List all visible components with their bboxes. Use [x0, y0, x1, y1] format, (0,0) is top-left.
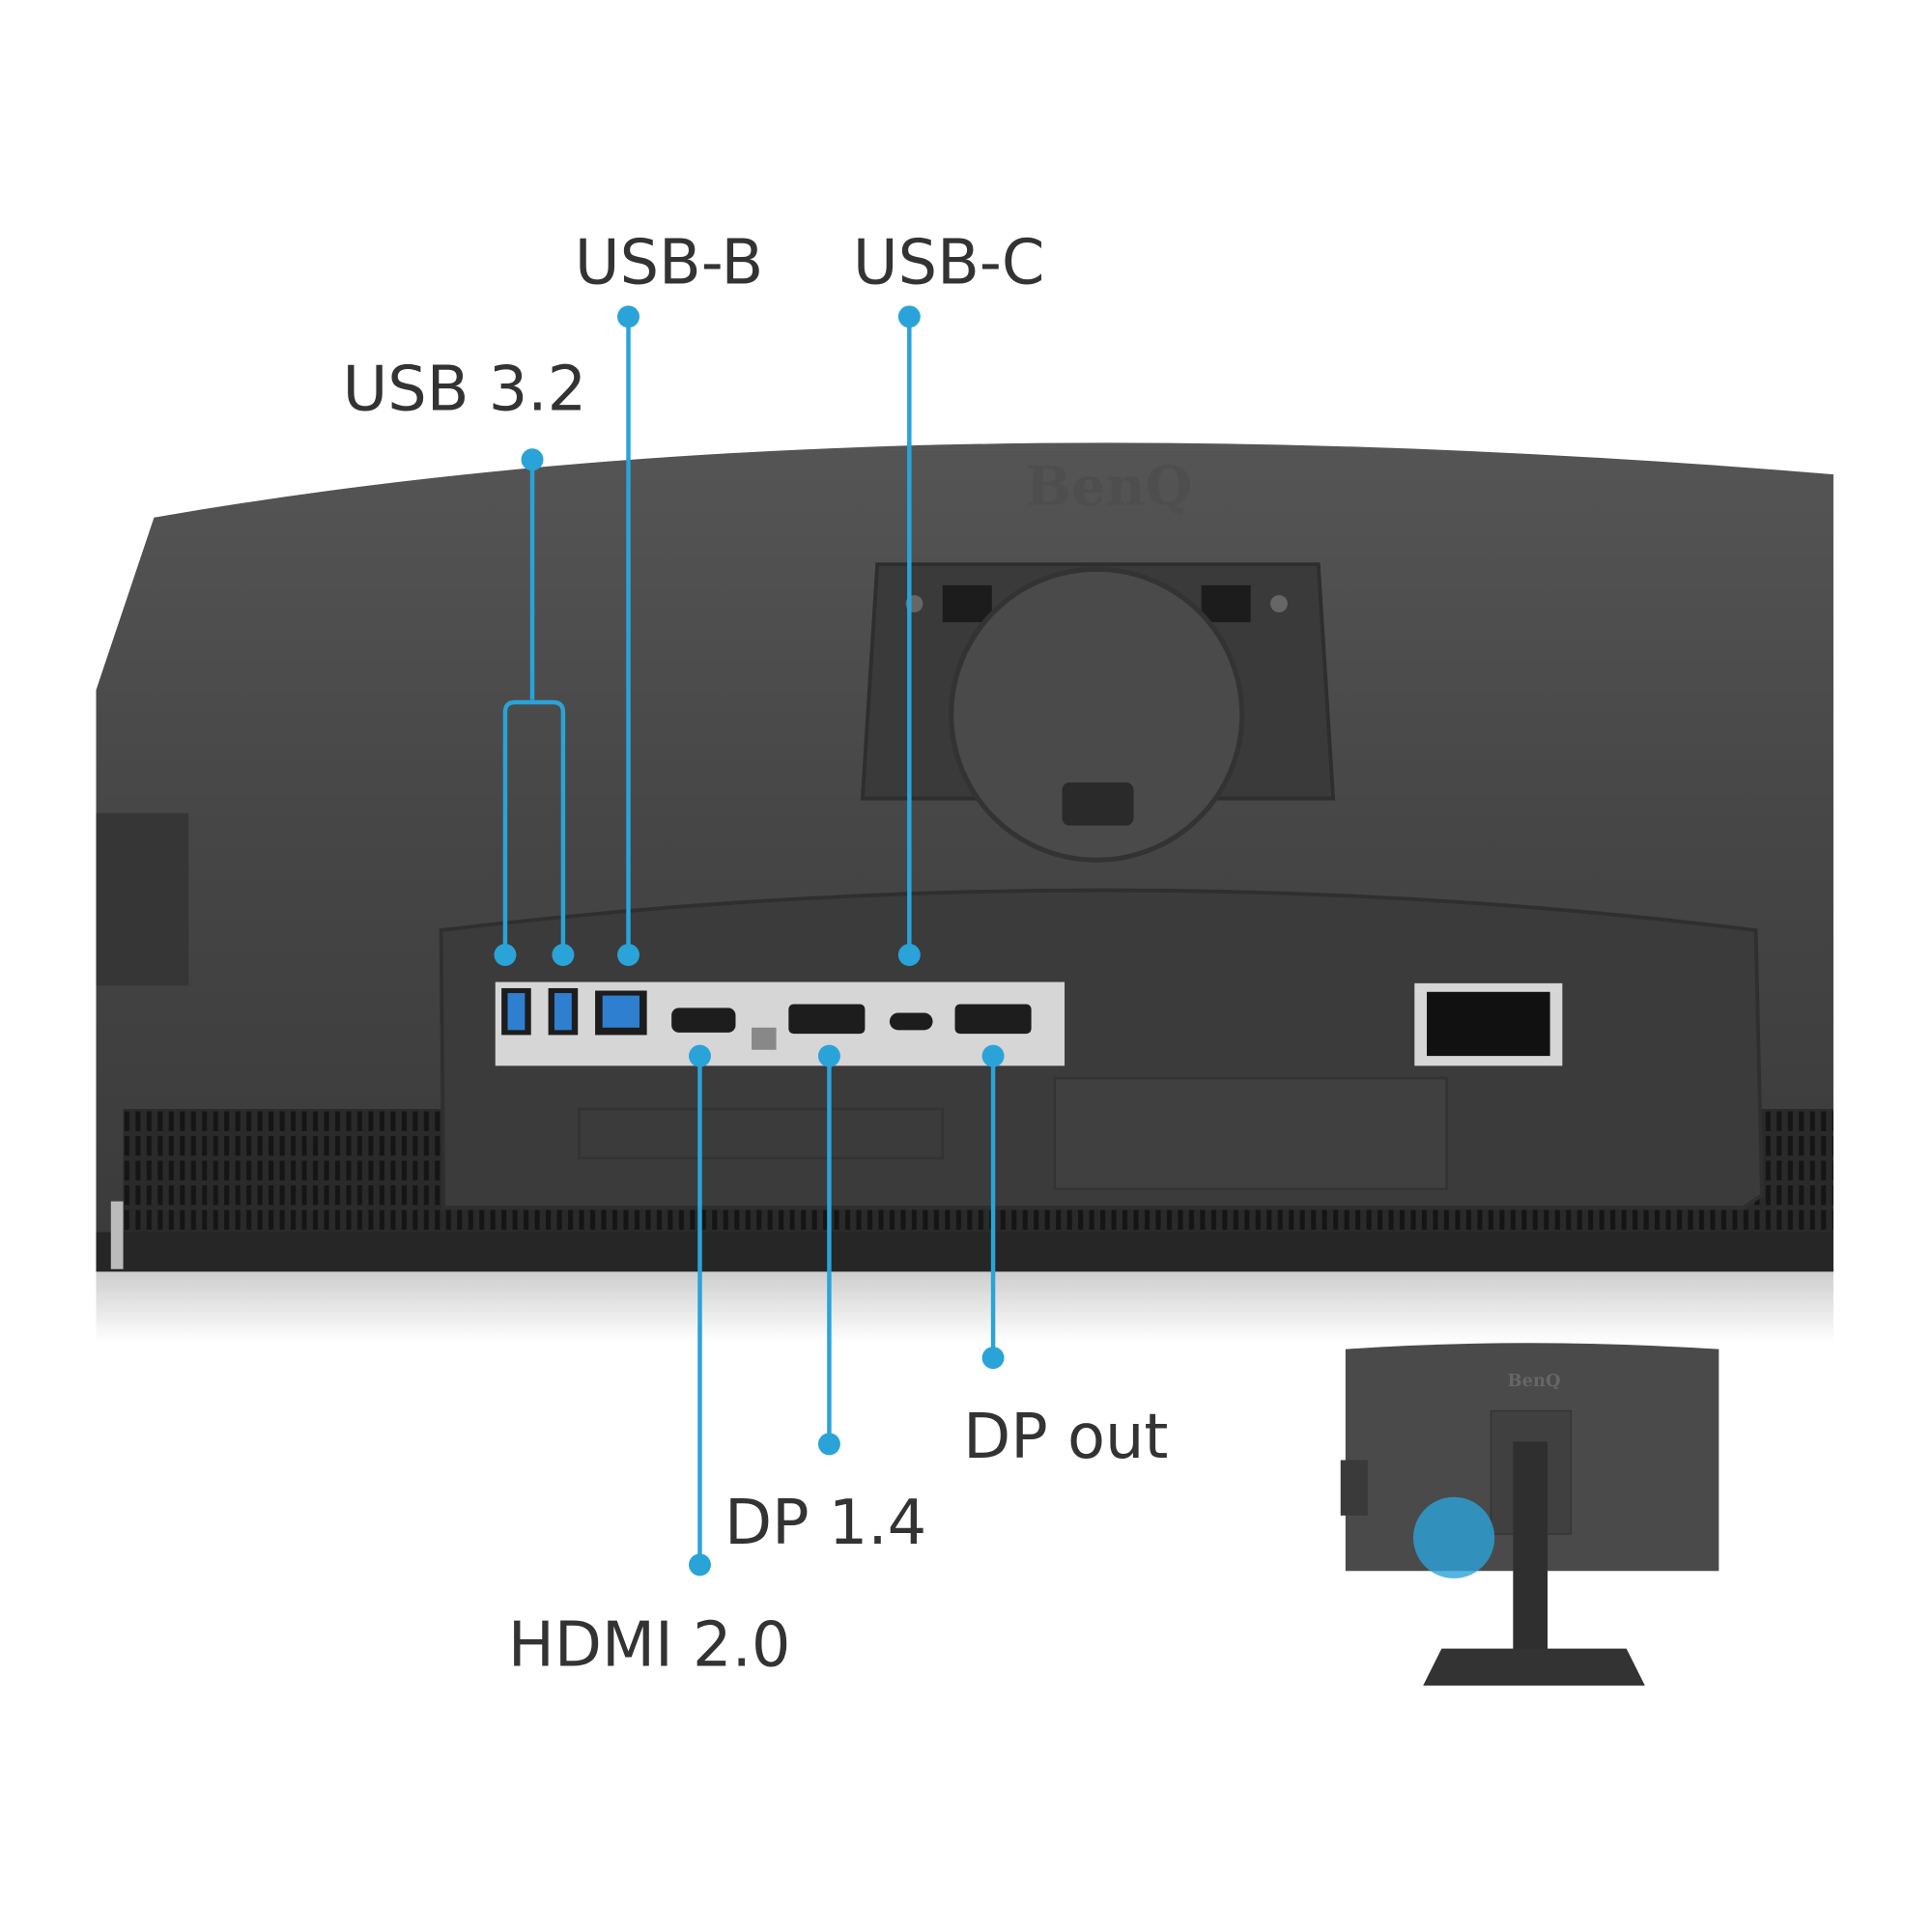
label-dpout: DP out [963, 1402, 1168, 1473]
floor-shadow [96, 1268, 1833, 1344]
callout-dp14: DP 1.4 [724, 1044, 926, 1559]
highlight-circle [1413, 1496, 1495, 1578]
label-area-right [1053, 1076, 1448, 1191]
inset-logo: BenQ [1508, 1371, 1561, 1391]
callout-dpout: DP out [963, 1044, 1168, 1473]
label-usbc: USB-C [853, 227, 1044, 298]
usb-b-port-tongue [602, 995, 639, 1028]
stand-mount-circle [949, 566, 1245, 863]
dp-out-port [954, 1004, 1032, 1035]
side-button [110, 1201, 124, 1269]
label-usb32: USB 3.2 [343, 355, 587, 426]
usb-c-port [889, 1012, 933, 1031]
usb-a-port-1-tongue [507, 993, 526, 1031]
callout-usb32: USB 3.2 [343, 355, 587, 966]
label-dp14: DP 1.4 [724, 1488, 926, 1559]
lock-slot [752, 1027, 777, 1050]
callout-usbb: USB-B [575, 227, 763, 966]
callout-hdmi: HDMI 2.0 [508, 1044, 791, 1681]
stand-release-button [1062, 781, 1134, 826]
label-hdmi: HDMI 2.0 [508, 1609, 791, 1681]
power-socket [1427, 991, 1550, 1057]
dp-in-port [788, 1004, 866, 1035]
side-panel [96, 812, 189, 986]
label-usbb: USB-B [575, 227, 763, 298]
label-area [578, 1107, 945, 1160]
mount-clip-left [942, 584, 992, 623]
inset-monitor-thumbnail: BenQ [1340, 1343, 1719, 1686]
screw-right [1270, 595, 1288, 612]
callout-usbc: USB-C [853, 227, 1044, 966]
bottom-edge [96, 1232, 1833, 1272]
hdmi-port [671, 1008, 736, 1033]
mount-clip-right [1201, 584, 1251, 623]
brand-logo: BenQ [1026, 455, 1193, 519]
usb-a-port-2-tongue [554, 993, 572, 1031]
